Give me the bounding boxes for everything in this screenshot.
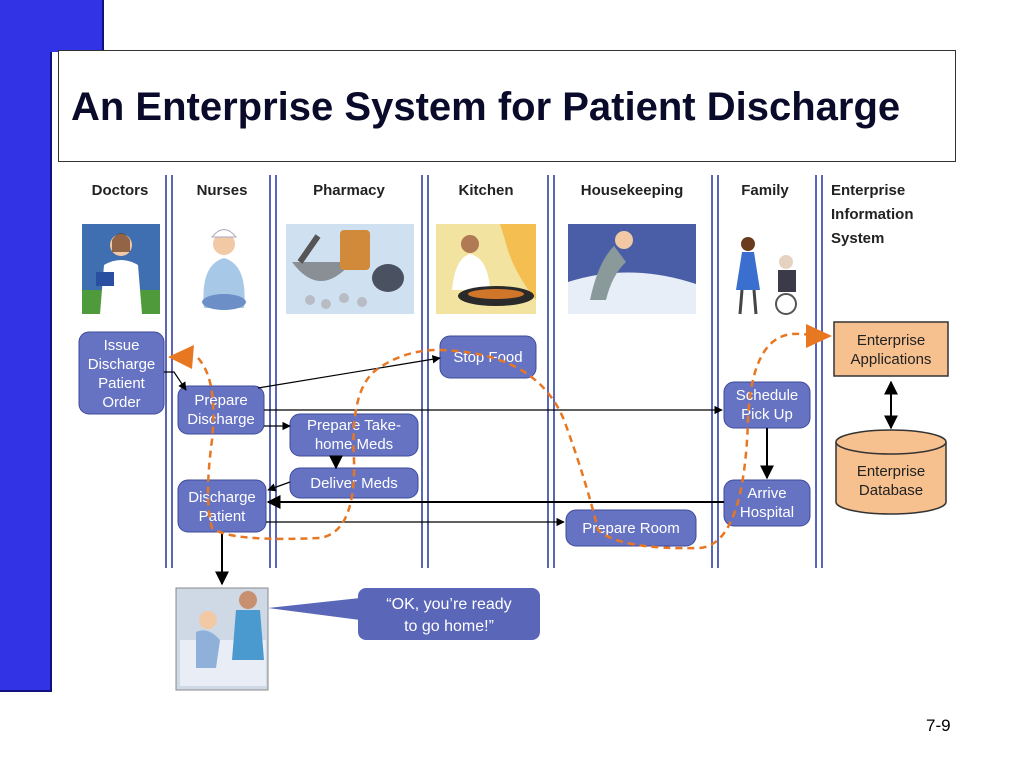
doctor-illustration [82,224,160,314]
prepare-discharge-line1: Prepare [194,392,247,409]
prepare-room-label: Prepare Room [582,520,680,537]
issue-order-box: Issue Discharge Patient Order [78,331,165,415]
lane-label-pharmacy: Pharmacy [313,182,385,199]
slide-title: An Enterprise System for Patient Dischar… [71,85,901,129]
prepare-discharge-line2: Discharge [187,411,255,428]
enterprise-applications-line1: Enterprise [857,332,925,349]
enterprise-database-cylinder: Enterprise Database [835,429,947,515]
lane-label-nurses: Nurses [197,182,248,199]
lane-label-kitchen: Kitchen [458,182,513,199]
enterprise-database-line1: Enterprise [857,463,925,480]
speech-bubble-line1: “OK, you’re ready [386,596,511,613]
pharmacy-illustration [286,224,414,314]
issue-order-line4: Order [102,394,140,411]
discharge-patient-line1: Discharge [188,489,256,506]
speech-bubble-line2: to go home!” [404,618,494,635]
discharge-patient-line2: Patient [199,508,247,525]
information-flow-path [197,332,829,550]
discharge-patient-box: Discharge Patient [177,479,267,533]
title-box: An Enterprise System for Patient Dischar… [58,50,956,162]
enterprise-database-line2: Database [859,482,923,499]
accent-bar [0,0,52,692]
nurse-illustration [202,229,246,310]
issue-order-line1: Issue [104,337,140,354]
kitchen-illustration [436,224,536,314]
schedule-pickup-line2: Pick Up [741,406,793,423]
flow-arrowhead-start [168,345,194,369]
schedule-pickup-line1: Schedule [736,387,799,404]
issue-order-line3: Patient [98,375,146,392]
lane-label-eis-line2: Information [831,206,914,223]
enterprise-applications-line2: Applications [851,351,932,368]
flow-arrowhead-end [806,324,832,348]
lane-label-eis-line3: System [831,230,884,247]
schedule-pickup-box: Schedule Pick Up [723,381,811,429]
prepare-meds-line2: home Meds [315,436,393,453]
arrive-hospital-line1: Arrive [747,485,786,502]
slide-number: 7-9 [926,716,951,735]
housekeeping-illustration [568,224,696,314]
flow-arrows [164,355,774,586]
lane-label-family: Family [741,182,789,199]
lane-label-eis-line1: Enterprise [831,182,905,199]
lane-label-doctors: Doctors [92,182,149,199]
accent-tab [0,0,104,52]
patient-illustration [175,587,269,691]
issue-order-line2: Discharge [88,356,156,373]
enterprise-applications-box: Enterprise Applications [833,321,949,377]
arrive-hospital-line2: Hospital [740,504,794,521]
speech-bubble: “OK, you’re ready to go home!” [268,588,540,640]
arrive-hospital-box: Arrive Hospital [723,479,811,527]
prepare-room-box: Prepare Room [565,509,697,547]
prepare-discharge-box: Prepare Discharge [177,385,265,435]
family-illustration [736,237,797,315]
lane-label-housekeeping: Housekeeping [581,182,684,199]
